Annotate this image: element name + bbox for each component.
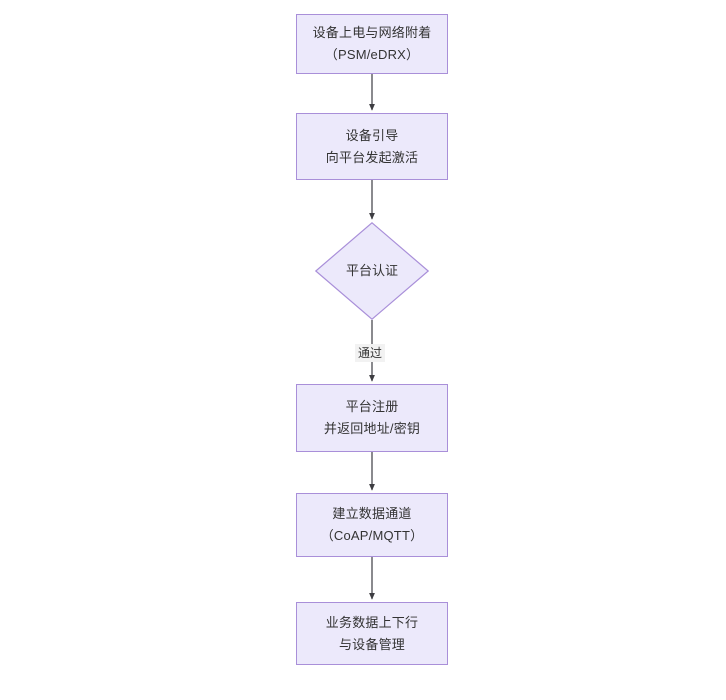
node-platform-authentication[interactable]: 平台认证	[315, 222, 429, 320]
node-device-bootstrap[interactable]: 设备引导 向平台发起激活	[296, 113, 448, 180]
node-label: 设备上电与网络附着 （PSM/eDRX）	[312, 25, 432, 62]
edge-label-pass: 通过	[355, 344, 386, 362]
node-label: 设备引导 向平台发起激活	[325, 127, 419, 165]
node-device-power-on[interactable]: 设备上电与网络附着 （PSM/eDRX）	[296, 14, 448, 74]
diamond-shape	[315, 222, 429, 320]
node-business-data-and-device-management[interactable]: 业务数据上下行 与设备管理	[296, 602, 448, 665]
node-data-channel-setup[interactable]: 建立数据通道 （CoAP/MQTT）	[296, 493, 448, 557]
node-label: 平台注册 并返回地址/密钥	[323, 399, 421, 436]
node-label: 建立数据通道 （CoAP/MQTT）	[320, 506, 424, 543]
node-label: 业务数据上下行 与设备管理	[325, 614, 419, 652]
node-platform-registration[interactable]: 平台注册 并返回地址/密钥	[296, 384, 448, 452]
